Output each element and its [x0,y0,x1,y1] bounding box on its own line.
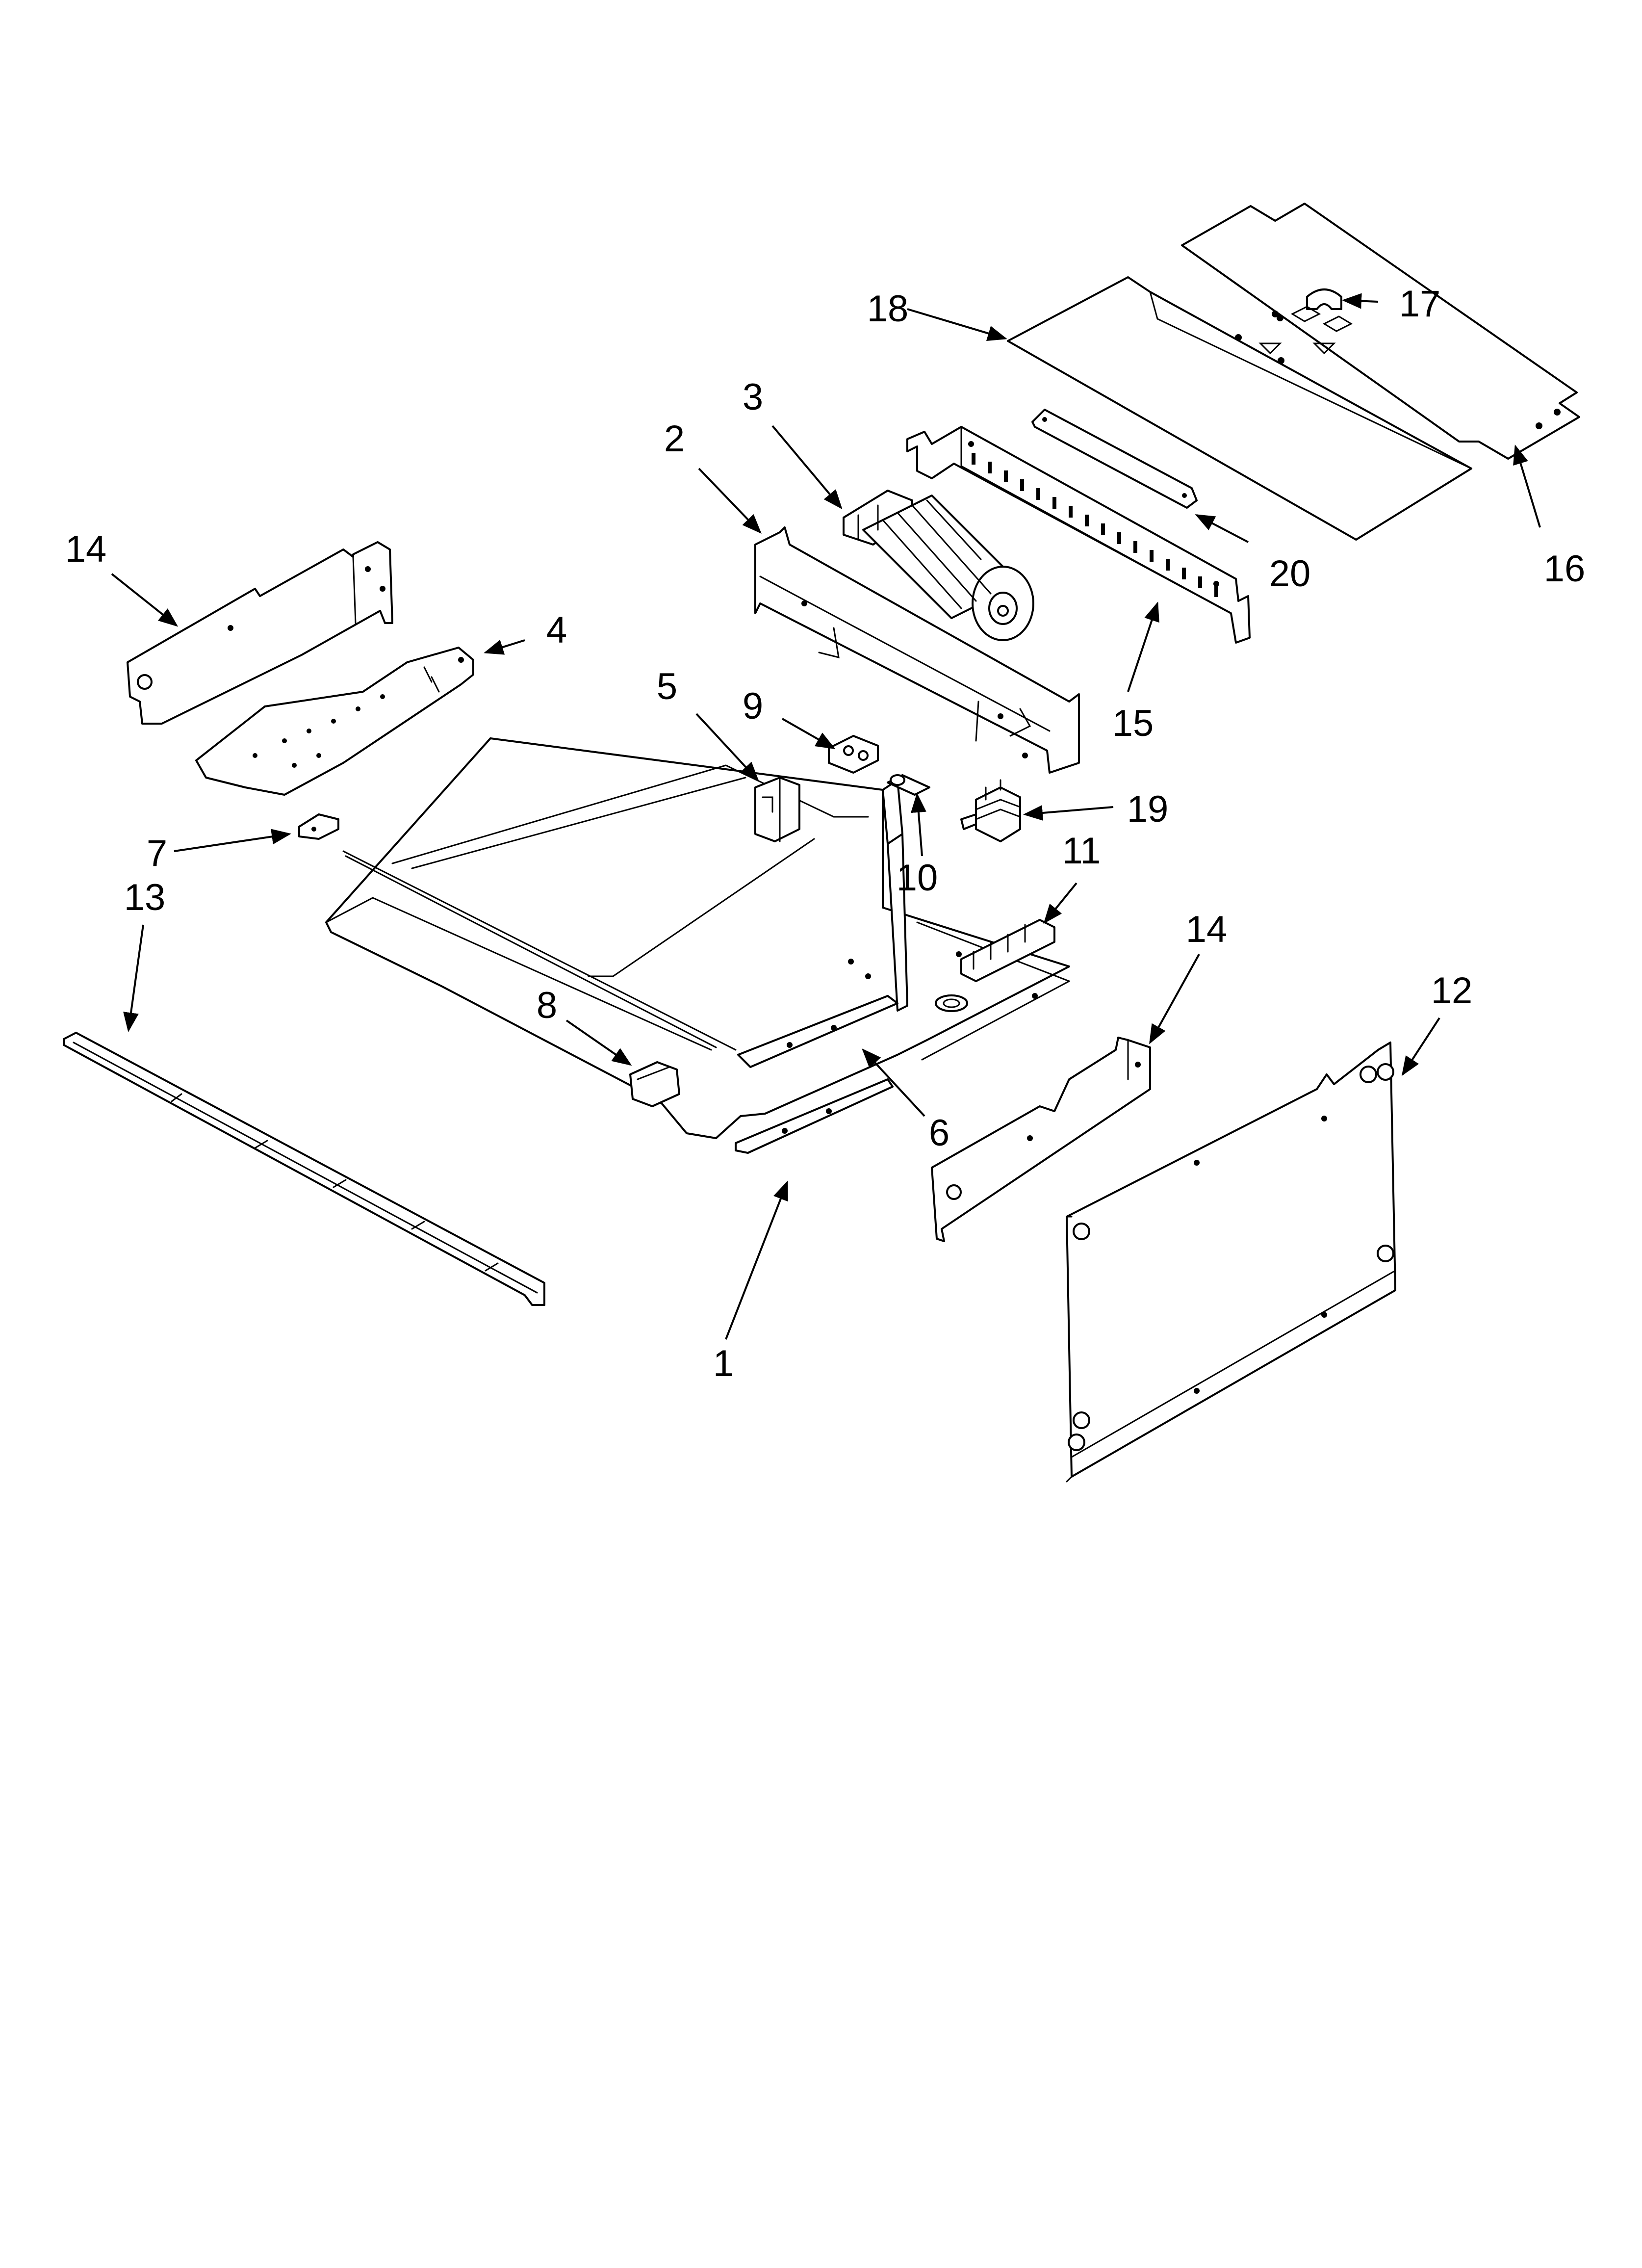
callout-9: 9 [743,685,763,727]
slot-mark [1133,541,1137,553]
part-6-right-rail [737,779,908,1068]
part-18-shield-sheet [1007,276,1472,541]
callout-15: 15 [1112,703,1154,744]
slot-mark [1020,479,1024,491]
part-1-front-rail [735,1078,894,1154]
slot-mark [1036,488,1040,500]
callout-4: 4 [546,609,567,651]
part-14-left-bracket [127,541,393,725]
callout-14-left: 14 [65,528,107,570]
part-5-switch [754,777,800,842]
slot-mark [972,453,975,465]
part-3-blower-motor [843,490,1034,641]
callout-6: 6 [929,1112,949,1154]
callout-14-right: 14 [1186,909,1228,950]
slot-mark [988,462,992,473]
slot-mark [1101,523,1105,535]
callout-10: 10 [897,857,938,899]
callout-19: 19 [1127,788,1169,830]
part-2-blower-bracket [754,526,1080,774]
part-20-gasket-strip [1031,409,1198,509]
part-14-right-bracket [931,1037,1151,1242]
callout-8: 8 [537,985,557,1026]
slot-mark [1085,515,1089,526]
callout-1: 1 [713,1343,734,1384]
callout-11: 11 [1062,830,1101,872]
part-11-terminal-strip [960,919,1055,982]
callout-17: 17 [1399,283,1441,325]
part-15-rear-channel [906,426,1251,644]
slot-mark [1214,585,1218,597]
callout-13: 13 [124,877,166,918]
part-10-fuse [887,774,930,796]
part-13-front-trim [63,1032,545,1306]
slot-mark [1069,506,1073,518]
part-16-top-panel [1181,203,1580,460]
callout-18: 18 [867,288,909,330]
slot-mark [1052,497,1056,509]
callout-16: 16 [1544,548,1586,590]
part-9-terminal-block [828,735,879,774]
slot-mark [1166,559,1170,571]
callout-labels: 1 2 3 4 5 6 7 8 9 10 11 12 13 14 14 15 1… [65,283,1586,1384]
part-7-small-bracket [298,813,339,840]
part-4-mounting-plate [195,647,474,796]
callout-3: 3 [743,376,763,418]
callout-7: 7 [147,833,167,874]
slot-mark [1150,550,1154,562]
part-12-side-panel [1066,1042,1396,1483]
slot-mark [1117,532,1121,544]
slot-mark [1198,576,1202,588]
callout-2: 2 [664,418,685,460]
slot-mark [1004,470,1008,482]
part-15-slot-marks [972,453,1218,597]
part-17-clip [1290,288,1353,332]
part-1-base-tray [325,737,1070,1139]
part-8-thermal-switch [629,1061,680,1107]
callout-20: 20 [1269,553,1311,595]
callout-12: 12 [1431,970,1473,1012]
leader-lines [111,293,1541,1340]
part-19-transformer [960,779,1021,842]
callout-5: 5 [657,666,677,707]
slot-mark [1182,568,1186,579]
